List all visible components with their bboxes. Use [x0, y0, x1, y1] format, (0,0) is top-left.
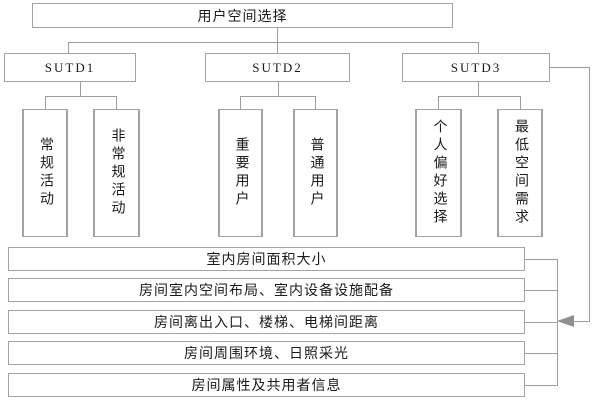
criteria-row-label: 室内房间面积大小 — [206, 253, 327, 268]
left-arrow-icon — [557, 315, 574, 327]
criteria-row-label: 房间周围环境、日照采光 — [184, 347, 349, 362]
connector-root-down — [277, 28, 278, 42]
criteria-row-label: 房间室内空间布局、室内设备设施配备 — [139, 284, 394, 299]
connector-stub-row2 — [525, 290, 557, 291]
connector-sutd3-right — [550, 67, 589, 68]
connector-arrow-tail — [572, 321, 590, 322]
connector-sutd2-branch — [240, 96, 316, 97]
connector-up-important-user — [240, 96, 241, 109]
connector-sutd1-branch — [45, 96, 117, 97]
connector-stub-row4 — [525, 353, 557, 354]
node-min-space-demand-label: 最低空间需求 — [513, 119, 528, 227]
root-node-label: 用户空间选择 — [197, 9, 288, 25]
connector-sutd3-branch — [438, 96, 520, 97]
connector-level1-branch — [68, 42, 479, 43]
connector-stub-row3 — [525, 322, 557, 323]
connector-up-preference — [438, 96, 439, 109]
node-sutd3-label: SUTD3 — [450, 59, 502, 75]
node-personal-preference-label: 个人偏好选择 — [431, 119, 447, 227]
connector-right-vertical — [589, 67, 590, 322]
connector-up-sutd2 — [277, 42, 278, 53]
connector-sutd1-down — [80, 82, 81, 96]
node-ordinary-user: 普通用户 — [293, 109, 338, 237]
criteria-row-distance: 房间离出入口、楼梯、电梯间距离 — [8, 310, 525, 334]
node-sutd2: SUTD2 — [205, 53, 350, 82]
connector-up-sutd3 — [478, 42, 479, 53]
connector-up-ordinary-user — [315, 96, 316, 109]
criteria-row-label: 房间离出入口、楼梯、电梯间距离 — [154, 316, 379, 331]
connector-stub-row5 — [525, 385, 557, 386]
connector-criteria-bus — [557, 259, 558, 386]
connector-up-regular — [45, 96, 46, 109]
connector-sutd3-down — [478, 82, 479, 96]
criteria-row-layout-facilities: 房间室内空间布局、室内设备设施配备 — [8, 278, 525, 302]
node-sutd3: SUTD3 — [402, 53, 550, 82]
node-nonregular-activity: 非常规活动 — [93, 109, 140, 237]
node-sutd1: SUTD1 — [4, 53, 136, 82]
node-nonregular-activity-label: 非常规活动 — [109, 128, 125, 218]
node-important-user: 重要用户 — [218, 109, 263, 237]
node-regular-activity-label: 常规活动 — [38, 137, 53, 209]
connector-up-min-space — [520, 96, 521, 109]
connector-sutd2-down — [278, 82, 279, 96]
node-sutd2-label: SUTD2 — [252, 59, 303, 75]
node-important-user-label: 重要用户 — [233, 137, 249, 209]
root-node-user-space-selection: 用户空间选择 — [32, 3, 453, 28]
node-ordinary-user-label: 普通用户 — [308, 137, 324, 209]
criteria-row-label: 房间属性及共用者信息 — [191, 379, 342, 394]
criteria-row-attributes-cousers: 房间属性及共用者信息 — [8, 373, 525, 397]
node-min-space-demand: 最低空间需求 — [497, 109, 543, 237]
connector-up-sutd1 — [68, 42, 69, 53]
node-sutd1-label: SUTD1 — [44, 59, 96, 75]
criteria-row-area-size: 室内房间面积大小 — [8, 247, 525, 271]
node-personal-preference: 个人偏好选择 — [415, 109, 462, 237]
connector-stub-row1 — [525, 259, 557, 260]
connector-up-nonregular — [116, 96, 117, 109]
criteria-row-environment-daylight: 房间周围环境、日照采光 — [8, 341, 525, 365]
node-regular-activity: 常规活动 — [22, 109, 68, 237]
